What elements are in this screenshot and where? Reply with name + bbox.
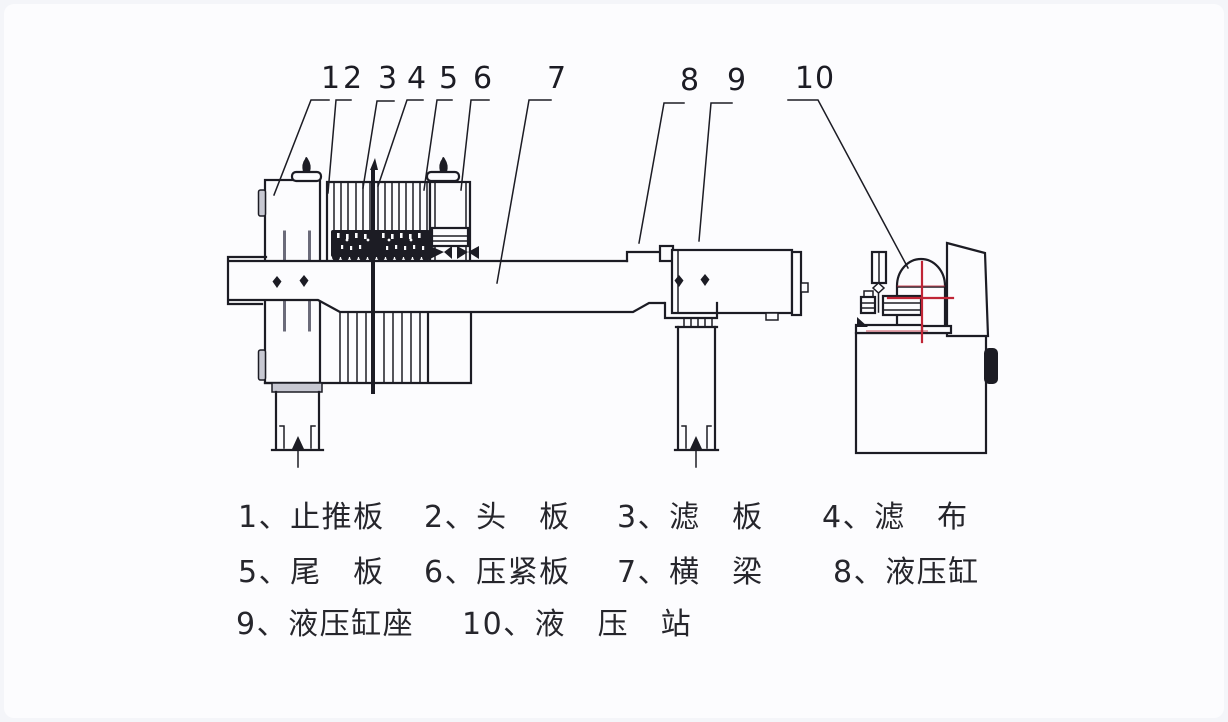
callout-number-7: 7 — [547, 61, 567, 96]
callout-numbers: 1 2 3 4 5 6 7 8 9 10 — [321, 61, 835, 98]
pump-assembly — [854, 250, 924, 335]
hatch-speckles — [337, 233, 425, 250]
back-panel — [945, 241, 990, 338]
callout-number-1: 1 — [321, 61, 341, 96]
main-beam — [226, 244, 675, 314]
cylinder-end-cap — [790, 250, 803, 317]
leader-6 — [460, 99, 490, 191]
valve-pin-icon — [302, 157, 311, 172]
leader-lines — [273, 99, 910, 284]
legend-item-filter-cloth: 4、滤 布 — [822, 500, 969, 535]
tank-handle — [984, 348, 998, 384]
legend-item-thrust-plate: 1、止推板 — [238, 500, 385, 535]
leader-5 — [423, 99, 453, 191]
leader-1 — [273, 99, 330, 196]
callout-number-3: 3 — [378, 61, 398, 96]
callout-number-9: 9 — [727, 63, 747, 98]
callout-number-4: 4 — [407, 61, 427, 96]
legend-item-head-plate: 2、头 板 — [424, 500, 571, 535]
leader-4 — [377, 99, 424, 187]
callout-number-10: 10 — [795, 61, 835, 96]
callout-number-2: 2 — [343, 61, 363, 96]
leader-10 — [787, 99, 910, 270]
callout-number-5: 5 — [439, 61, 459, 96]
valve-pin-icon — [439, 157, 448, 172]
legend-item-filter-plate: 3、滤 板 — [617, 500, 764, 535]
leader-3 — [362, 100, 395, 189]
red-marking-lines — [866, 260, 955, 344]
callout-number-8: 8 — [680, 63, 700, 98]
filter-cloth-line — [370, 158, 378, 394]
lifting-lug — [290, 170, 323, 183]
legend-item-hydraulic-station: 10、液 压 站 — [462, 607, 693, 642]
hydraulic-station — [854, 241, 998, 455]
leader-2 — [327, 99, 352, 194]
legend-item-tail-plate: 5、尾 板 — [238, 555, 385, 590]
legend-item-hydraulic-cylinder: 8、液压缸 — [833, 555, 980, 590]
left-support-leg — [270, 382, 325, 468]
callout-number-6: 6 — [473, 61, 493, 96]
legend-item-cylinder-seat: 9、液压缸座 — [236, 607, 415, 642]
leader-8 — [638, 102, 685, 244]
lifting-lug — [425, 170, 461, 183]
leader-9 — [698, 102, 733, 242]
legend-item-beam: 7、横 梁 — [617, 555, 764, 590]
legend-item-press-plate: 6、压紧板 — [424, 555, 571, 590]
oil-tank — [854, 331, 988, 455]
leader-7 — [496, 99, 552, 284]
cylinder-seat-leg — [663, 301, 720, 468]
page-card — [4, 4, 1224, 718]
filter-cloth-hatch — [331, 226, 479, 261]
cloth-rollers — [430, 246, 479, 259]
hydraulic-cylinder — [670, 248, 809, 321]
